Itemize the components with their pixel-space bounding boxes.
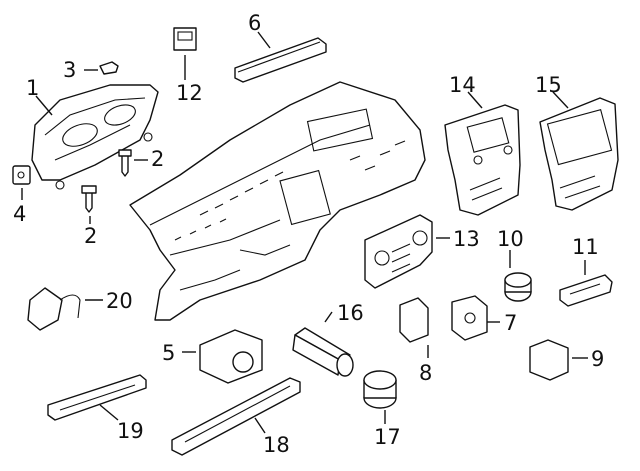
switch-strip: [559, 274, 613, 307]
callout-11: 11: [572, 235, 599, 259]
connector: [173, 27, 197, 51]
climate-control: [364, 214, 433, 289]
callout-12: 12: [176, 81, 203, 105]
callout-10: 10: [497, 227, 524, 251]
callout-8: 8: [419, 361, 432, 385]
callout-7: 7: [504, 311, 517, 335]
switch-7: [451, 295, 488, 341]
trim-bar: [234, 37, 327, 83]
callout-13: 13: [453, 227, 480, 251]
radio-bezel: [444, 104, 521, 216]
callout-15: 15: [535, 73, 562, 97]
callout-17: 17: [374, 425, 401, 449]
callout-6: 6: [248, 11, 261, 35]
leader-lines: [21, 31, 588, 434]
switch-8: [399, 297, 429, 343]
power-outlet: [292, 327, 354, 377]
callout-18: 18: [263, 433, 290, 457]
callout-9: 9: [591, 347, 604, 371]
callout-14: 14: [449, 73, 476, 97]
callout-3: 3: [63, 58, 76, 82]
callout-1: 1: [26, 76, 39, 100]
rotary-knob: [504, 272, 532, 302]
callout-20: 20: [106, 289, 133, 313]
clip: [99, 61, 119, 75]
small-switch: [12, 165, 31, 185]
callout-4: 4: [13, 202, 26, 226]
callout-2-lower: 2: [84, 224, 97, 248]
switch-9: [529, 339, 569, 381]
instrument-panel: [129, 81, 426, 321]
callout-19: 19: [117, 419, 144, 443]
screw-lower: [81, 185, 97, 213]
callout-16: 16: [337, 301, 364, 325]
knob-17: [363, 370, 397, 409]
trim-19: [47, 374, 147, 421]
instrument-cluster: [31, 84, 159, 190]
trim-18: [171, 377, 301, 456]
wiring-harness: [27, 287, 81, 331]
callout-5: 5: [162, 341, 175, 365]
switch-module: [199, 329, 263, 384]
display-bezel: [539, 97, 619, 211]
callout-numbers: 1 2 2 3 4 5 6 7 8 9 10 11 12 13 14 15 16…: [13, 11, 604, 457]
screw-upper: [118, 149, 132, 177]
callout-2-upper: 2: [151, 147, 164, 171]
